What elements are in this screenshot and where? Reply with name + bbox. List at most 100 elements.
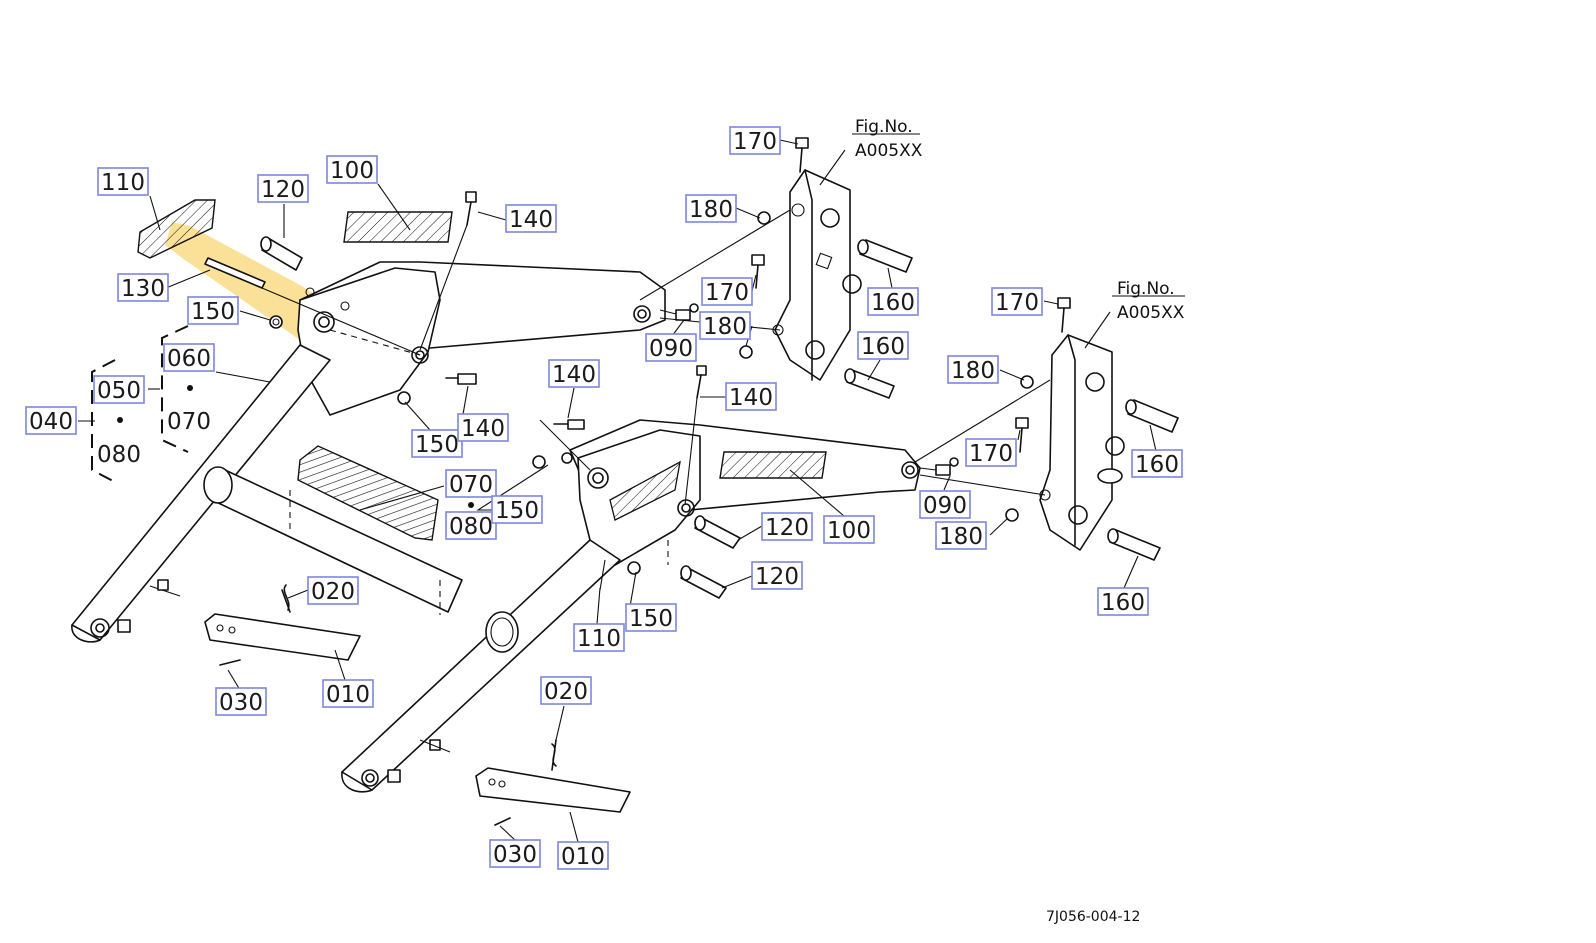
pin-160-a xyxy=(857,239,913,273)
part-label[interactable]: 180 xyxy=(699,311,751,340)
part-label[interactable]: 010 xyxy=(322,679,374,708)
part-label[interactable]: 170 xyxy=(965,438,1017,467)
svg-text:110: 110 xyxy=(577,626,621,652)
fig-note-b: Fig.No. A005XX xyxy=(1117,279,1185,323)
part-label[interactable]: 120 xyxy=(257,174,309,203)
svg-text:170: 170 xyxy=(969,441,1013,467)
part-label[interactable]: 120 xyxy=(761,512,813,541)
part-label[interactable]: 100 xyxy=(326,155,378,184)
part-labels: 110 120 100 140 130 150 060 050 040 070 … xyxy=(25,126,1183,870)
part-label[interactable]: 090 xyxy=(919,490,971,519)
part-label[interactable]: 090 xyxy=(645,333,697,362)
bolt-140-mid xyxy=(445,373,477,385)
part-label[interactable]: 150 xyxy=(625,603,677,632)
svg-text:160: 160 xyxy=(861,334,905,360)
svg-text:150: 150 xyxy=(629,606,673,632)
part-label[interactable]: 130 xyxy=(117,273,169,302)
part-label[interactable]: 140 xyxy=(457,413,509,442)
part-label[interactable]: 170 xyxy=(729,126,781,155)
svg-text:110: 110 xyxy=(101,170,145,196)
part-label[interactable]: 080 xyxy=(445,511,497,540)
svg-text:040: 040 xyxy=(29,409,73,435)
leader-lines xyxy=(78,133,1185,843)
part-label[interactable]: 160 xyxy=(857,331,909,360)
svg-text:070: 070 xyxy=(449,472,493,498)
part-label[interactable]: 060 xyxy=(163,343,215,372)
svg-text:100: 100 xyxy=(827,518,871,544)
svg-text:140: 140 xyxy=(509,207,553,233)
part-label[interactable]: 110 xyxy=(97,167,149,196)
support-leg-right xyxy=(419,739,631,826)
part-label[interactable]: 110 xyxy=(573,623,625,652)
svg-text:060: 060 xyxy=(167,346,211,372)
part-label[interactable]: 140 xyxy=(725,382,777,411)
part-label[interactable]: 170 xyxy=(991,287,1043,316)
part-label[interactable]: 150 xyxy=(411,429,463,458)
bolt-170-d xyxy=(1015,417,1029,453)
decal-110-left xyxy=(137,199,216,259)
svg-text:010: 010 xyxy=(326,682,370,708)
svg-text:150: 150 xyxy=(191,299,235,325)
part-label[interactable]: 020 xyxy=(540,676,592,705)
nut-150-mid xyxy=(397,391,411,405)
part-label[interactable]: 140 xyxy=(548,359,600,388)
part-label[interactable]: 020 xyxy=(307,576,359,605)
part-label[interactable]: 100 xyxy=(823,515,875,544)
svg-text:100: 100 xyxy=(330,158,374,184)
grease-fitting-090-b xyxy=(935,457,959,476)
part-label[interactable]: 180 xyxy=(935,521,987,550)
svg-text:080: 080 xyxy=(97,442,141,468)
svg-text:120: 120 xyxy=(765,515,809,541)
svg-text:150: 150 xyxy=(415,432,459,458)
part-label[interactable]: 170 xyxy=(701,277,753,306)
part-label[interactable]: 160 xyxy=(1097,587,1149,616)
svg-text:120: 120 xyxy=(755,564,799,590)
svg-text:180: 180 xyxy=(689,197,733,223)
part-label[interactable]: 040 xyxy=(25,406,77,435)
part-label[interactable]: 180 xyxy=(947,355,999,384)
svg-text:080: 080 xyxy=(449,514,493,540)
part-label[interactable]: 010 xyxy=(557,841,609,870)
part-label[interactable]: 070 xyxy=(445,469,497,498)
pin-120-right-b xyxy=(680,565,727,599)
decal-100-right xyxy=(719,451,827,479)
svg-text:160: 160 xyxy=(871,290,915,316)
part-label[interactable]: 140 xyxy=(505,204,557,233)
part-label[interactable]: 120 xyxy=(751,561,803,590)
part-label[interactable]: 160 xyxy=(1131,449,1183,478)
part-label[interactable]: 050 xyxy=(93,375,145,404)
svg-text:Fig.No.: Fig.No. xyxy=(855,117,913,137)
svg-text:050: 050 xyxy=(97,378,141,404)
bolt-170-a xyxy=(795,137,809,173)
svg-text:160: 160 xyxy=(1101,590,1145,616)
svg-text:150: 150 xyxy=(495,498,539,524)
part-label[interactable]: 180 xyxy=(685,194,737,223)
part-label[interactable]: 150 xyxy=(187,296,239,325)
fig-note-a: Fig.No. A005XX xyxy=(855,117,923,161)
svg-text:030: 030 xyxy=(219,690,263,716)
part-label[interactable]: 030 xyxy=(489,839,541,868)
svg-text:170: 170 xyxy=(705,280,749,306)
support-leg-left xyxy=(149,579,361,666)
svg-text:160: 160 xyxy=(1135,452,1179,478)
part-label[interactable]: 160 xyxy=(867,287,919,316)
svg-text:170: 170 xyxy=(995,290,1039,316)
svg-text:140: 140 xyxy=(552,362,596,388)
svg-text:180: 180 xyxy=(703,314,747,340)
set-bracket-060 xyxy=(161,325,189,453)
drawing-code: 7J056-004-12 xyxy=(1046,909,1140,925)
bolt-140-right-b xyxy=(696,365,707,399)
dot-060 xyxy=(187,385,193,391)
left-boom xyxy=(71,261,666,643)
svg-text:120: 120 xyxy=(261,177,305,203)
part-label: 080 xyxy=(97,442,141,468)
svg-text:A005XX: A005XX xyxy=(1117,303,1185,323)
part-label[interactable]: 150 xyxy=(491,495,543,524)
dot-070 xyxy=(468,502,474,508)
part-label[interactable]: 030 xyxy=(215,687,267,716)
bolt-140-top xyxy=(465,191,477,226)
part-label: 070 xyxy=(167,409,211,435)
nut-150-left xyxy=(269,315,283,329)
dot-050 xyxy=(117,417,123,423)
